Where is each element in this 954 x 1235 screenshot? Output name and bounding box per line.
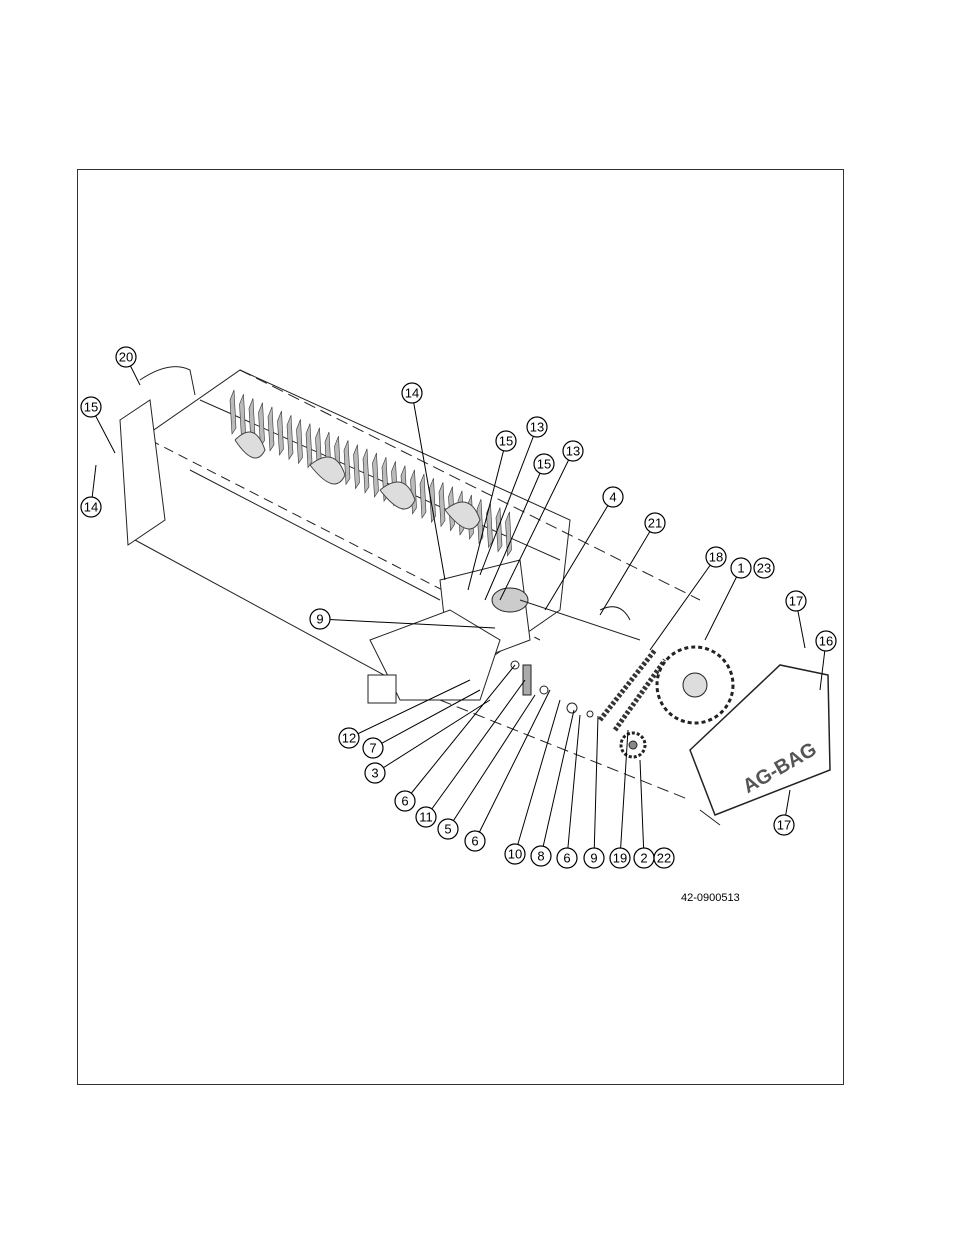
leader-line [514, 699, 561, 855]
callout-label: 22 [657, 851, 671, 866]
callout-15: 15 [533, 453, 555, 475]
callout-15: 15 [495, 430, 517, 452]
callout-15: 15 [80, 396, 102, 418]
leader-line [704, 567, 742, 641]
callout-10: 10 [504, 843, 526, 865]
callout-3: 3 [364, 762, 386, 784]
leader-lines [90, 356, 827, 859]
large-sprocket [655, 645, 735, 725]
leader-line [619, 729, 629, 859]
leader-line [467, 440, 507, 591]
leader-line [425, 679, 526, 818]
callout-label: 18 [709, 550, 723, 565]
callout-19: 19 [609, 847, 631, 869]
callout-label: 10 [508, 847, 522, 862]
callout-label: 15 [537, 457, 551, 472]
leader-line [639, 759, 645, 859]
leader-line [599, 522, 656, 616]
callout-label: 15 [84, 400, 98, 415]
callout-label: 3 [371, 766, 378, 781]
callout-16: 16 [815, 630, 837, 652]
auger-flighting [234, 431, 481, 530]
leader-line [540, 709, 575, 857]
leader-line [649, 556, 717, 651]
callout-17: 17 [785, 590, 807, 612]
callout-11: 11 [415, 806, 437, 828]
callout-23: 23 [753, 557, 775, 579]
callout-label: 15 [499, 434, 513, 449]
callout-13: 13 [526, 416, 548, 438]
callout-label: 5 [444, 822, 451, 837]
callout-label: 2 [640, 851, 647, 866]
callout-13: 13 [562, 440, 584, 462]
leader-line [499, 450, 574, 601]
callout-label: 14 [405, 386, 419, 401]
callout-6: 6 [464, 830, 486, 852]
callout-label: 23 [757, 561, 771, 576]
leader-line [348, 679, 471, 739]
chain-shield: AG-BAG [689, 664, 831, 826]
callout-17: 17 [773, 814, 795, 836]
callout-label: 11 [419, 810, 433, 825]
leader-line [593, 715, 599, 859]
callout-18: 18 [705, 546, 727, 568]
callout-21: 21 [644, 512, 666, 534]
leader-line [319, 618, 496, 629]
callout-label: 17 [789, 594, 803, 609]
drawing-number: 42-0900513 [681, 892, 740, 904]
leader-line [479, 426, 538, 576]
leader-line [566, 714, 581, 859]
callout-label: 9 [590, 851, 597, 866]
callout-1: 1 [730, 557, 752, 579]
callout-label: 13 [566, 444, 580, 459]
callout-label: 16 [819, 634, 833, 649]
callout-label: 8 [537, 849, 544, 864]
lower-frame [367, 609, 501, 704]
callout-bubbles: 20 15 14 14 15 13 15 13 4 21 18 1 23 17 16 9 12 7 3 6 11 5 6 10… [80, 346, 837, 869]
callout-5: 5 [437, 818, 459, 840]
leader-line [404, 664, 516, 802]
callout-6: 6 [556, 847, 578, 869]
leader-line [374, 699, 491, 774]
callout-14: 14 [80, 496, 102, 518]
small-sprocket [619, 731, 647, 759]
callout-label: 6 [563, 851, 570, 866]
callout-14: 14 [401, 382, 423, 404]
callout-9: 9 [309, 608, 331, 630]
callout-8: 8 [530, 845, 552, 867]
callout-label: 21 [648, 516, 662, 531]
spring-and-bushings [510, 660, 594, 718]
callout-label: 7 [369, 741, 376, 756]
leader-line [484, 463, 545, 601]
callout-20: 20 [115, 346, 137, 368]
callout-2: 2 [633, 847, 655, 869]
callout-9: 9 [583, 847, 605, 869]
callout-label: 6 [401, 794, 408, 809]
leader-line [474, 689, 551, 842]
leader-line [372, 689, 481, 749]
drive-chain [598, 648, 668, 732]
leader-line [544, 496, 614, 611]
callout-label: 1 [737, 561, 744, 576]
trough-body [119, 369, 701, 801]
callout-label: 12 [342, 731, 356, 746]
callout-label: 13 [530, 420, 544, 435]
diagram-frame [77, 169, 844, 1085]
callout-6: 6 [394, 790, 416, 812]
callout-label: 6 [471, 834, 478, 849]
callout-7: 7 [362, 737, 384, 759]
callout-12: 12 [338, 727, 360, 749]
callout-label: 4 [609, 490, 616, 505]
callout-label: 20 [119, 350, 133, 365]
leader-line [447, 694, 536, 830]
callout-label: 9 [316, 612, 323, 627]
callout-label: 14 [84, 500, 98, 515]
leader-line [411, 392, 446, 581]
callout-label: 19 [613, 851, 627, 866]
callout-label: 17 [777, 818, 791, 833]
callout-22: 22 [653, 847, 675, 869]
callout-4: 4 [602, 486, 624, 508]
